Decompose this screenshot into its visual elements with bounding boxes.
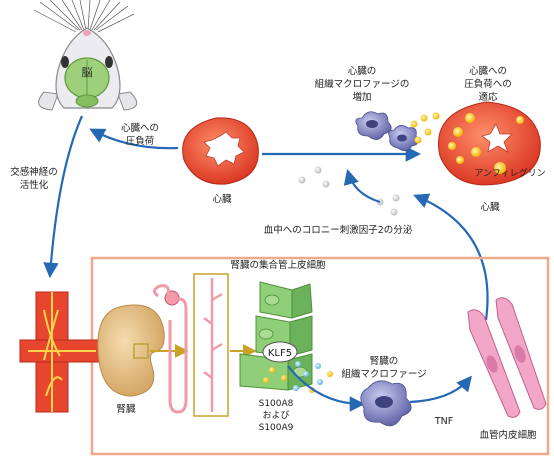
endothelial-cells (468, 298, 546, 418)
heart-right-label: 心臓 (480, 202, 500, 213)
adaptation-label-2: 圧負荷への (464, 78, 512, 90)
heart-left-label: 心臓 (212, 194, 232, 205)
collecting-duct-label: 腎臓の集合管上皮細胞 (230, 259, 326, 271)
amphiregulin-label: アンフィレグリン (474, 167, 545, 179)
epithelial-cells (240, 282, 312, 390)
endothelial-label: 血管内皮細胞 (479, 429, 537, 441)
sympathetic-label-1: 交感神経の (10, 166, 58, 178)
cardiac-load-label-2: 圧負荷 (126, 135, 155, 147)
macrophage-increase-label-3: 増加 (352, 91, 371, 103)
klf5-label: KLF5 (268, 348, 292, 359)
collecting-duct-zoom (194, 274, 228, 416)
csf2-label: 血中へのコロニー刺激因子2の分泌 (264, 224, 413, 236)
cardiac-macrophage-2 (389, 125, 419, 150)
s100-label-1: S100A8 (259, 399, 294, 409)
arrow-csf2-up (348, 172, 380, 202)
arrow-brain-to-vessel (50, 116, 82, 275)
kidney-label: 腎臓 (116, 404, 136, 415)
mouse-head: 脳 (34, 0, 137, 110)
s100-label-2: および (262, 410, 289, 421)
kidney-macrophage-label-2: 組織マクロファージ (341, 368, 426, 380)
macrophage-increase-label-1: 心臓の (348, 66, 377, 77)
tnf-label: TNF (434, 416, 453, 427)
sympathetic-label-2: 活性化 (20, 179, 49, 191)
whiskers (34, 0, 134, 32)
klf5-badge: KLF5 (263, 342, 297, 362)
brain-label: 脳 (82, 66, 93, 79)
adaptation-label-1: 心臓への (469, 66, 507, 77)
heart-left (183, 118, 259, 184)
s100-label-3: S100A9 (259, 423, 294, 433)
kidney-macrophage (361, 381, 411, 426)
cardiac-load-label-1: 心臓への (121, 123, 159, 134)
arrow-macrophage-to-endothelium (410, 378, 470, 402)
macrophage-increase-label-2: 組織マクロファージの (315, 78, 410, 90)
kidney-macrophage-label-1: 腎臓の (370, 356, 399, 367)
amphiregulin-dots (411, 113, 440, 144)
adaptation-label-3: 適応 (478, 91, 498, 103)
cardiac-macrophage-1 (356, 112, 391, 140)
